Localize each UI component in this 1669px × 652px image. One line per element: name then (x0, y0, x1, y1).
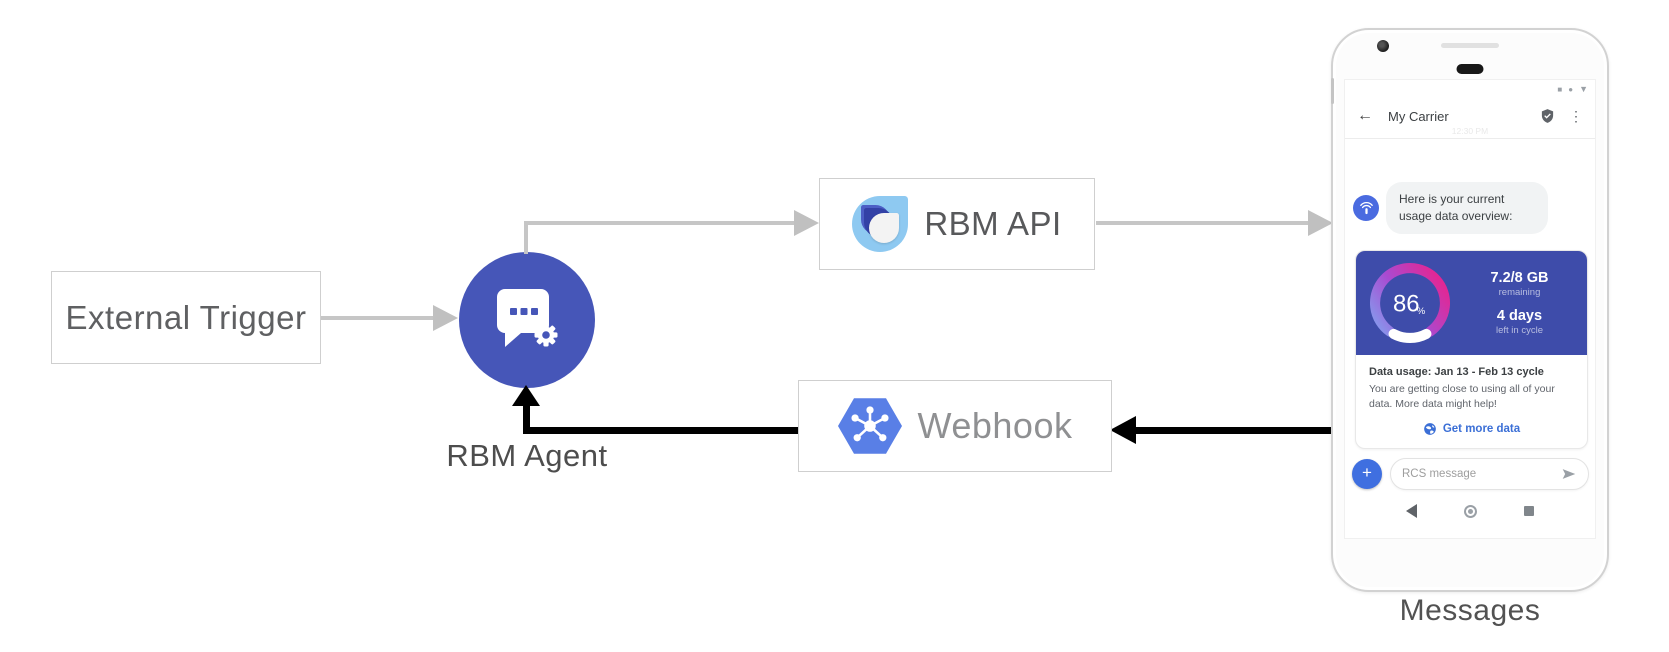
usage-card-body: You are getting close to using all of yo… (1369, 383, 1555, 411)
arrow-webhook-to-agent-vertical (523, 404, 530, 432)
webhook-node: Webhook (798, 380, 1112, 472)
webhook-hexagon-icon (837, 398, 902, 454)
arrow-phone-to-webhook-head (1110, 416, 1136, 444)
gauge-percent-value: 86 (1393, 290, 1420, 317)
rcs-message-input[interactable]: RCS message (1390, 458, 1589, 490)
phone-mockup: ■ ● ▼ ← My Carrier ⋮ 12:30 PM (1331, 28, 1609, 592)
add-attachment-button[interactable]: + (1352, 459, 1382, 489)
webhook-label: Webhook (917, 405, 1073, 446)
usage-card-text-section: Data usage: Jan 13 - Feb 13 cycle You ar… (1356, 355, 1587, 448)
rbm-api-node: RBM API (819, 178, 1095, 270)
days-value: 4 days (1496, 308, 1543, 324)
back-arrow-icon[interactable]: ← (1357, 107, 1373, 124)
arrow-trigger-to-agent-head (433, 305, 458, 331)
arrow-phone-to-webhook-line (1136, 427, 1333, 434)
usage-card-title: Data usage: Jan 13 - Feb 13 cycle (1369, 366, 1544, 378)
usage-stats: 7.2/8 GB remaining 4 days left in cycle (1456, 270, 1587, 336)
agent-message-row: Here is your current usage data overview… (1353, 182, 1548, 235)
rbm-api-logo-icon (852, 196, 909, 252)
remaining-value: 7.2/8 GB (1490, 270, 1549, 286)
chat-header: ← My Carrier ⋮ (1345, 96, 1595, 136)
get-more-data-button[interactable]: Get more data (1369, 422, 1574, 436)
composer-row: + RCS message (1352, 458, 1589, 490)
arrow-agent-to-api-head (794, 210, 819, 236)
gauge-percent-sign: % (1417, 306, 1425, 316)
usage-gauge: 86 % (1369, 262, 1451, 343)
arrow-webhook-to-agent-line (523, 427, 798, 434)
phone-caption: Messages (1399, 594, 1541, 627)
nav-recents-button[interactable] (1524, 506, 1534, 516)
get-more-data-label: Get more data (1442, 423, 1521, 436)
external-trigger-label: External Trigger (65, 298, 307, 336)
status-dot-icon: ● (1568, 84, 1574, 94)
carrier-beacon-icon (1359, 201, 1373, 214)
external-trigger-node: External Trigger (51, 271, 321, 364)
chat-gear-icon (497, 289, 558, 347)
arrow-agent-to-api-line (524, 221, 796, 225)
arrow-api-to-phone-head (1308, 210, 1333, 236)
header-divider (1345, 138, 1595, 139)
status-bar: ■ ● ▼ (1557, 84, 1588, 94)
android-navbar (1345, 504, 1595, 518)
faint-timestamp: 12:30 PM (1451, 126, 1489, 136)
phone-earpiece (1456, 64, 1484, 74)
phone-camera (1377, 40, 1389, 52)
arrow-api-to-phone-line (1096, 221, 1310, 225)
rcs-input-placeholder: RCS message (1402, 468, 1477, 480)
nav-back-button[interactable] (1406, 504, 1417, 518)
overflow-menu-icon[interactable]: ⋮ (1569, 107, 1583, 124)
phone-speaker-slot (1441, 43, 1499, 48)
arrow-trigger-to-agent-line (321, 316, 435, 320)
carrier-avatar (1353, 195, 1379, 222)
arrow-agent-to-api-vertical (524, 221, 528, 254)
rbm-agent-node (459, 252, 595, 388)
rbm-api-label: RBM API (924, 205, 1062, 242)
status-square-icon: ■ (1557, 84, 1563, 94)
send-icon[interactable] (1561, 467, 1577, 481)
status-triangle-icon: ▼ (1579, 84, 1588, 94)
globe-icon (1423, 423, 1436, 436)
days-label: left in cycle (1496, 325, 1543, 336)
verified-shield-icon (1541, 109, 1554, 123)
remaining-label: remaining (1498, 287, 1541, 298)
conversation-title: My Carrier (1388, 108, 1449, 124)
arrow-webhook-to-agent-head (512, 385, 540, 406)
agent-message-bubble: Here is your current usage data overview… (1386, 182, 1548, 235)
usage-card-gauge-section: 86 % 7.2/8 GB remaining 4 days left in c… (1356, 251, 1587, 355)
rbm-agent-label: RBM Agent (446, 438, 608, 473)
nav-home-button[interactable] (1464, 504, 1477, 518)
phone-side-button (1331, 78, 1334, 104)
phone-screen: ■ ● ▼ ← My Carrier ⋮ 12:30 PM (1345, 80, 1595, 538)
usage-card: 86 % 7.2/8 GB remaining 4 days left in c… (1355, 250, 1588, 450)
